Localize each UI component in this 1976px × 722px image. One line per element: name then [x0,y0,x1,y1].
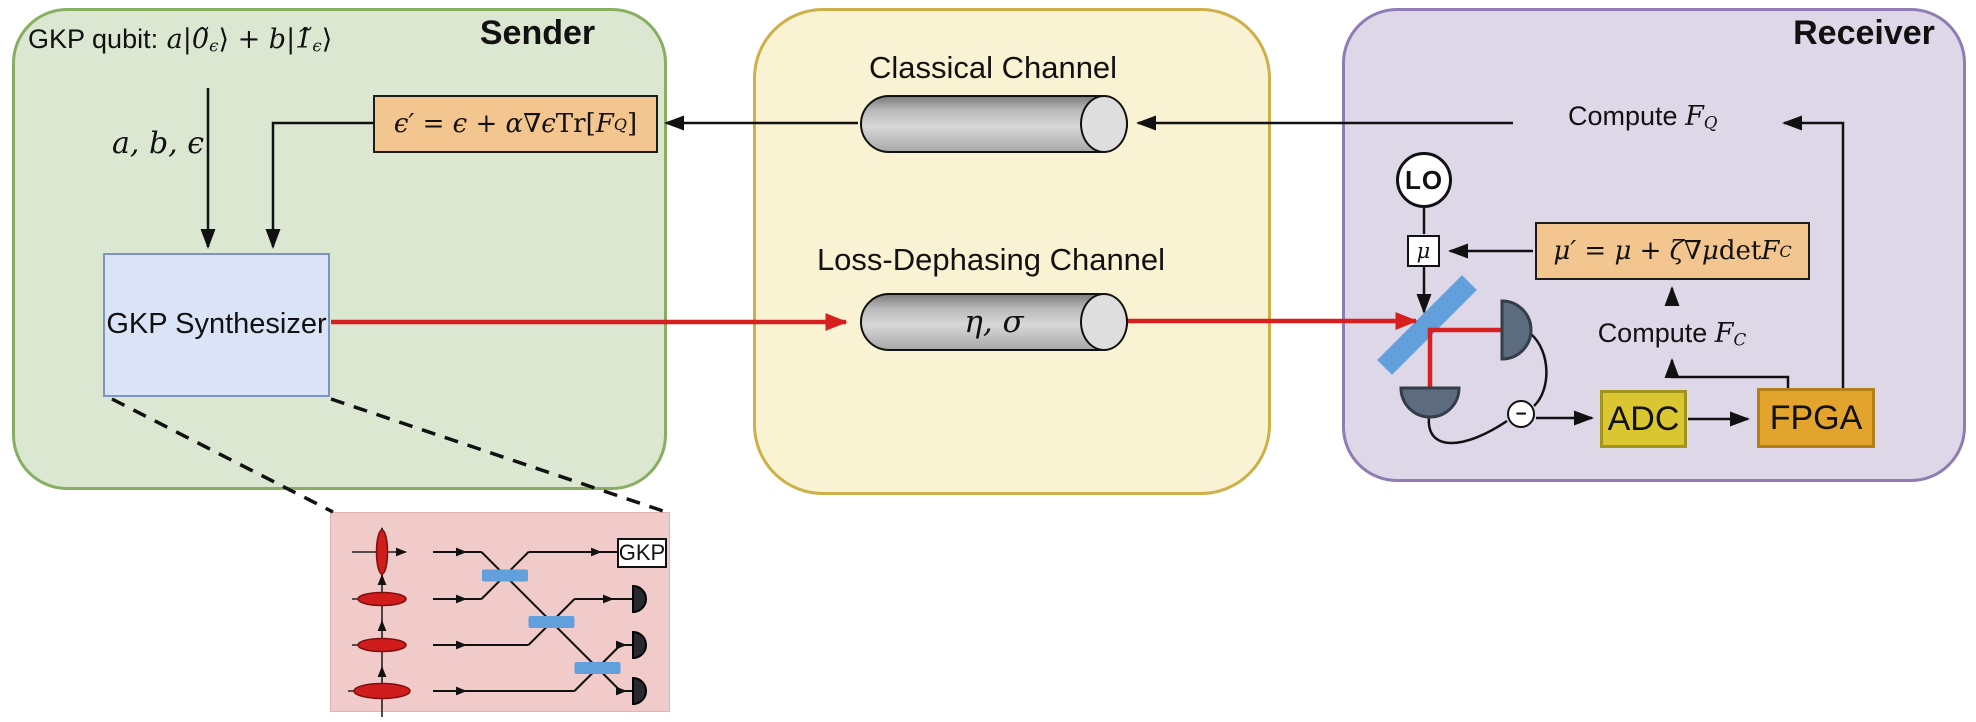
loss-dephasing-cylinder: η, σ [860,292,1128,351]
wire-detector-top-to-minus [1530,333,1548,407]
inset-beamsplitter-2 [528,616,575,628]
detector-top-icon [1500,299,1533,361]
receiver-title: Receiver [1793,14,1935,52]
abe-label: a, b, ϵ [112,126,205,161]
compute-fq-label: Compute FQ [1568,101,1718,133]
arrow-epsilon-update-to-synthesizer [265,121,373,250]
inset-detector-1-icon [632,584,647,614]
arrow-fpga-to-compute-fq [1781,115,1845,389]
fpga-box: FPGA [1757,388,1875,448]
gkp-synthesizer-box: GKP Synthesizer [103,253,330,397]
loss-params-label: η, σ [964,304,1024,340]
inset-gkp-output-box: GKP [617,538,667,568]
sender-panel [12,8,667,490]
sender-title: Sender [479,14,596,52]
gkp-qubit-label: GKP qubit: a|0̃ϵ⟩ + b|1̃ϵ⟩ [28,24,333,56]
inset-detector-3-icon [632,676,647,706]
squeezed-state-horizontal-icon [353,682,411,700]
compute-fc-label: Compute FC [1597,318,1747,350]
squeezed-state-horizontal-icon [357,591,407,607]
inset-callout-line-left [111,397,334,514]
wire-detector-bottom-to-minus [1427,416,1508,445]
subtraction-node: − [1507,400,1535,428]
classical-channel-label: Classical Channel [868,50,1118,85]
beamsplitter-icon [1377,275,1477,375]
local-oscillator-circle: LO [1396,152,1452,208]
arrow-fpga-to-compute-fc [1664,357,1790,389]
loss-dephasing-channel-label: Loss-Dephasing Channel [816,242,1166,277]
squeezed-state-vertical-icon [375,529,389,575]
inset-beamsplitter-1 [482,569,528,582]
squeezed-state-horizontal-icon [357,637,407,653]
classical-channel-cylinder [860,94,1128,153]
channel-panel [753,8,1271,495]
mu-modulator-box: μ [1407,235,1440,267]
cylinder-cap-icon [1080,292,1128,351]
detector-bottom-icon [1399,386,1461,419]
adc-box: ADC [1600,390,1687,448]
cylinder-cap-icon [1080,94,1128,153]
inset-detector-2-icon [632,630,647,660]
inset-callout-line-right [330,397,667,514]
inset-beamsplitter-3 [574,662,621,674]
